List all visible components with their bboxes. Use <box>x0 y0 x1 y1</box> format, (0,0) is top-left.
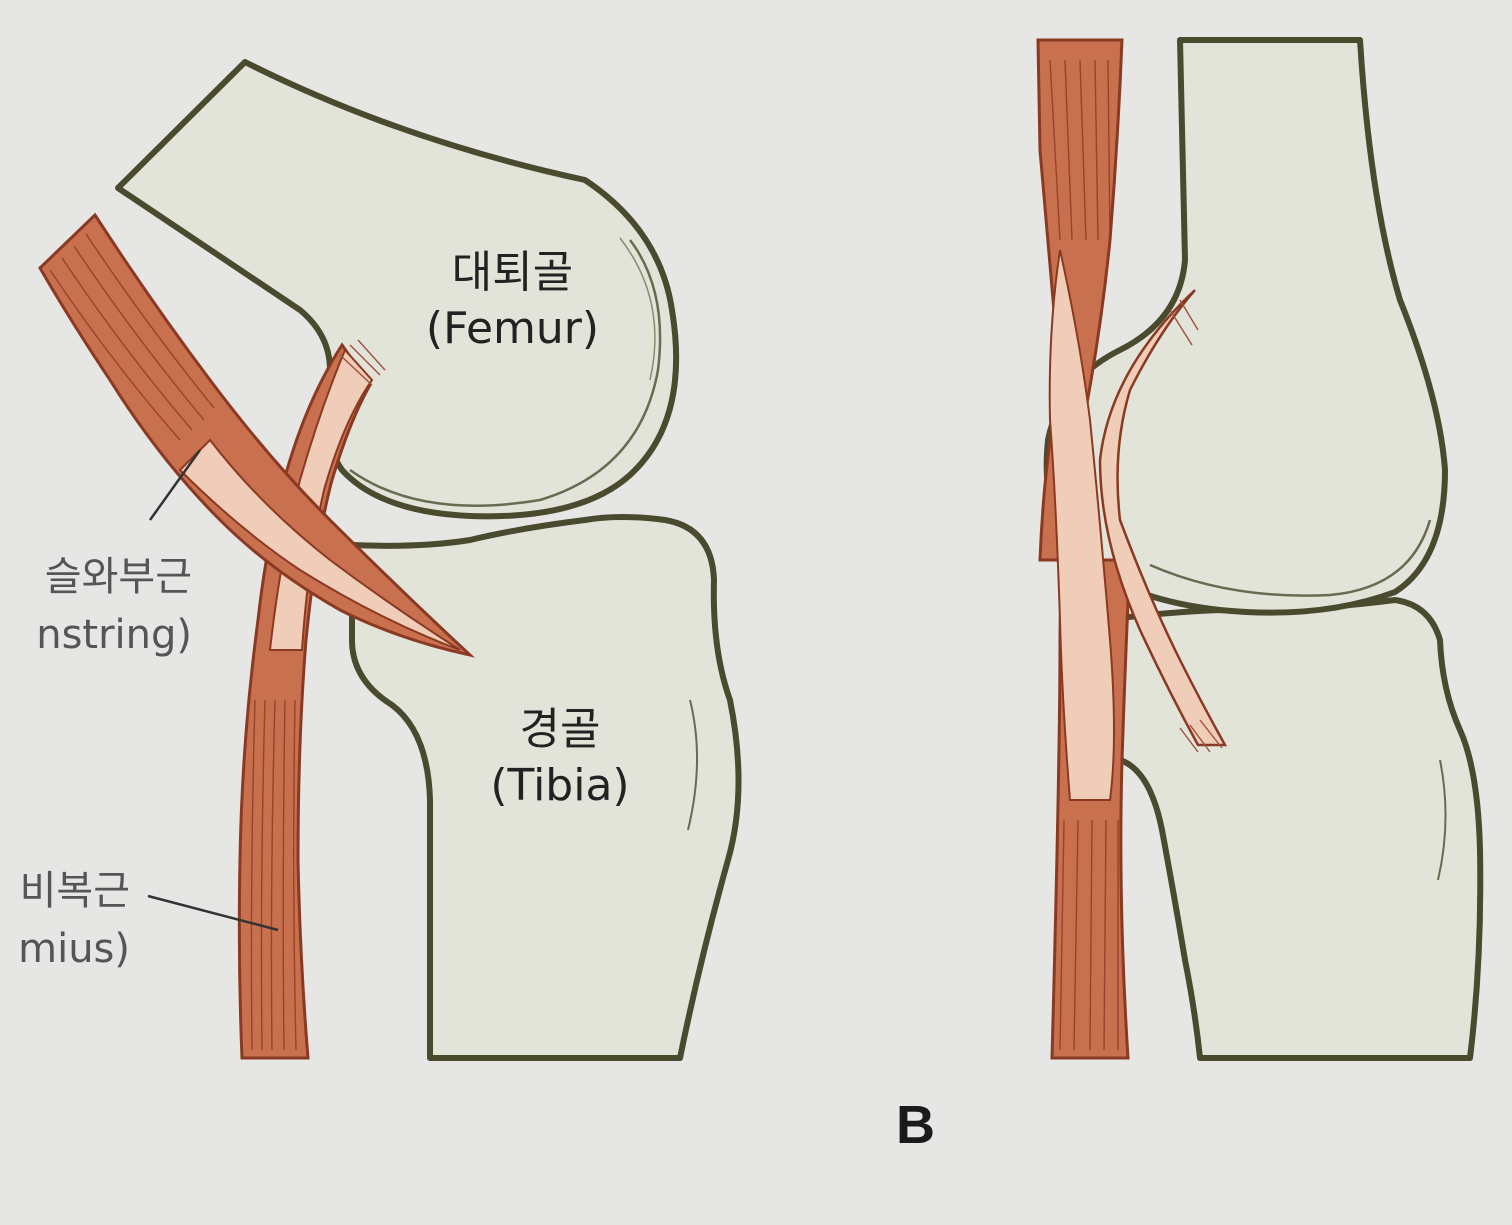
hamstring-label: 슬와부근 nstring) <box>0 548 192 664</box>
tibia-label-latin: (Tibia) <box>490 760 630 811</box>
femur-label: 대퇴골 (Femur) <box>400 245 625 357</box>
right-tibia-ridge <box>1437 759 1447 881</box>
right-gastrocnemius-tendon <box>1048 249 1115 801</box>
left-hamstring-muscle <box>38 212 476 658</box>
panel-letter: B <box>896 1095 935 1155</box>
right-gastrocnemius-fibers <box>1049 59 1119 1051</box>
tibia-label-korean: 경골 <box>519 704 601 755</box>
left-tibia-bone <box>349 514 742 1061</box>
right-hamstring-tendon <box>1098 289 1228 747</box>
left-femur-condyle-inner <box>619 237 656 381</box>
gastrocnemius-leader-line <box>147 894 279 932</box>
hamstring-label-korean: 슬와부근 <box>44 554 192 600</box>
left-tibia-ridge <box>687 699 698 831</box>
right-hamstring-fibers <box>1169 299 1223 753</box>
right-knee-illustration <box>1036 37 1484 1061</box>
tibia-label: 경골 (Tibia) <box>460 702 660 814</box>
left-hamstring-tendon <box>178 438 461 651</box>
left-gastrocnemius-origin-fibers <box>339 339 386 386</box>
gastrocnemius-label-latin: mius) <box>18 926 130 972</box>
hamstring-label-latin: nstring) <box>36 612 192 658</box>
right-femur-condyle-line <box>1149 519 1432 597</box>
left-gastrocnemius-fibers <box>250 699 297 1051</box>
left-femur-condyle-line <box>349 239 662 507</box>
femur-label-latin: (Femur) <box>425 303 600 354</box>
femur-label-korean: 대퇴골 <box>451 247 574 298</box>
hamstring-leader-line <box>148 449 202 521</box>
left-knee-illustration <box>38 59 742 1061</box>
gastrocnemius-label-korean: 비복근 <box>19 868 130 914</box>
gastrocnemius-label: 비복근 mius) <box>0 862 130 978</box>
left-hamstring-fibers <box>49 233 215 441</box>
